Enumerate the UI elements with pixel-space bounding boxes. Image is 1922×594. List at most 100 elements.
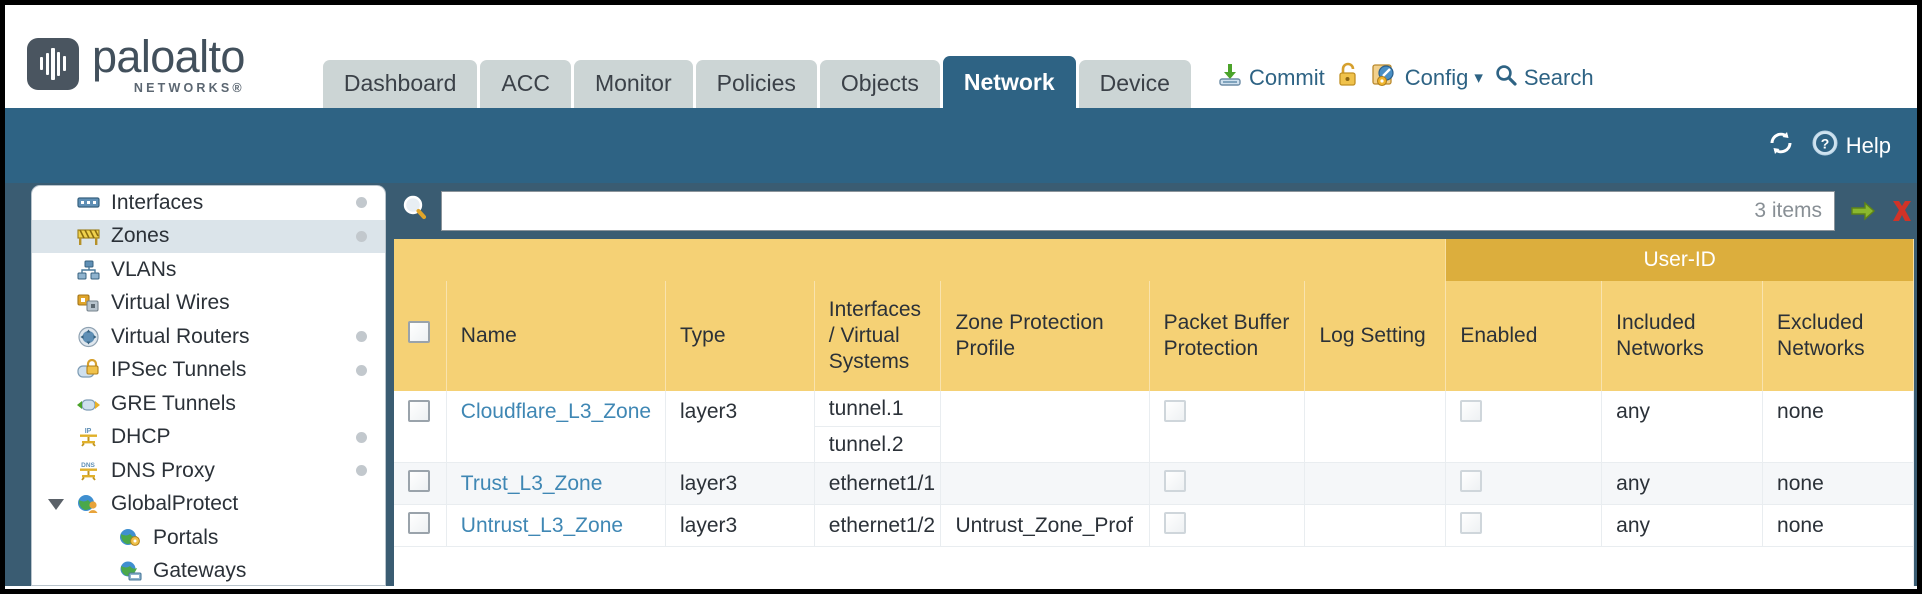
cell-type: layer3 [665,504,815,547]
cell-packet-buffer-protection[interactable] [1149,462,1306,505]
cell-user-id-enabled[interactable] [1445,462,1603,505]
dhcp-icon: IP [76,426,101,448]
sidebar-item-zones[interactable]: Zones [32,219,385,253]
sidebar-item-gateways[interactable]: Gateways [32,555,385,586]
cell-type: layer3 [665,462,815,505]
cell-user-id-enabled[interactable] [1445,504,1603,547]
sidebar-item-virtual-routers[interactable]: Virtual Routers [32,320,385,354]
column-header-interfaces[interactable]: Interfaces / Virtual Systems [814,281,942,391]
svg-text:IP: IP [85,428,92,435]
table-row[interactable]: Cloudflare_L3_Zone layer3 tunnel.1 tunne… [394,391,1914,463]
sidebar-item-label: IPSec Tunnels [111,358,247,382]
sidebar-item-gre-tunnels[interactable]: GRE Tunnels [32,387,385,421]
cell-packet-buffer-protection[interactable] [1149,391,1306,463]
zones-icon [76,225,101,247]
status-dot [356,431,367,443]
tab-monitor[interactable]: Monitor [573,60,693,108]
search-magnifier-icon [400,193,432,230]
column-header-enabled[interactable]: Enabled [1445,281,1603,391]
cell-included-networks: any [1601,462,1764,505]
lock-button[interactable] [1336,62,1360,94]
zone-name-link[interactable]: Cloudflare_L3_Zone [460,400,652,423]
config-menu[interactable]: Config ▾ [1371,62,1483,94]
status-dot [356,465,367,477]
sidebar-item-dns-proxy[interactable]: DNS DNS Proxy [32,454,385,488]
sidebar-item-interfaces[interactable]: Interfaces [32,186,385,220]
packet-buffer-protection-checkbox[interactable] [1163,469,1186,492]
column-header-included-networks[interactable]: Included Networks [1601,281,1764,391]
tab-objects[interactable]: Objects [819,60,940,108]
padlock-icon [1336,62,1360,94]
row-select-cell[interactable] [394,391,447,463]
commit-button[interactable]: Commit [1217,62,1325,94]
sidebar-item-ipsec-tunnels[interactable]: IPSec Tunnels [32,354,385,388]
sidebar-item-portals[interactable]: Portals [32,521,385,555]
row-select-checkbox[interactable] [408,469,430,492]
cell-zone-protection-profile [940,462,1150,505]
column-header-zone-protection-profile[interactable]: Zone Protection Profile [940,281,1150,391]
cell-packet-buffer-protection[interactable] [1149,504,1306,547]
packet-buffer-protection-checkbox[interactable] [1163,400,1186,422]
status-dot [356,331,367,343]
refresh-button[interactable] [1767,130,1795,162]
sidebar-item-vlans[interactable]: VLANs [32,253,385,287]
status-dot [356,230,367,242]
cell-name[interactable]: Untrust_L3_Zone [446,504,666,547]
help-button[interactable]: ? Help [1811,129,1891,163]
user-id-enabled-checkbox[interactable] [1460,511,1483,534]
expand-triangle-icon[interactable] [48,498,64,510]
gre-tunnels-icon [76,393,101,415]
sidebar-item-label: GRE Tunnels [111,391,236,415]
cell-included-networks: any [1601,391,1764,463]
tab-acc[interactable]: ACC [480,60,571,108]
user-id-enabled-checkbox[interactable] [1460,469,1483,492]
search-label: Search [1523,65,1594,90]
zones-content-pane: 3 items [394,183,1917,586]
row-select-cell[interactable] [394,504,447,547]
column-header-name[interactable]: Name [446,281,666,391]
column-header-log-setting[interactable]: Log Setting [1304,281,1447,391]
virtual-routers-icon [76,326,101,348]
svg-text:DNS: DNS [81,462,95,469]
sidebar-item-dhcp[interactable]: IP DHCP [32,421,385,455]
user-id-enabled-checkbox[interactable] [1460,400,1483,422]
tab-dashboard[interactable]: Dashboard [322,60,478,108]
sub-header-band: ? Help [5,108,1917,183]
search-button[interactable]: Search [1494,63,1594,93]
select-all-header[interactable] [394,281,447,391]
search-input[interactable]: 3 items [441,191,1835,231]
group-header-blank [394,239,1447,281]
tab-policies[interactable]: Policies [695,60,817,108]
cell-type: layer3 [665,391,815,463]
row-select-cell[interactable] [394,462,447,505]
brand-name: paloalto [92,30,245,82]
sidebar-item-label: Interfaces [111,190,204,214]
sidebar-item-globalprotect[interactable]: GlobalProtect [32,488,385,522]
table-row[interactable]: Untrust_L3_Zone layer3 ethernet1/2 Untru… [394,504,1914,547]
header-actions: Commit [1217,62,1594,108]
cell-zone-protection-profile: Untrust_Zone_Prof [940,504,1150,547]
table-empty-space [394,546,1914,586]
column-header-excluded-networks[interactable]: Excluded Networks [1762,281,1914,391]
row-select-checkbox[interactable] [408,511,430,534]
apply-filter-button[interactable] [1848,196,1878,226]
select-all-checkbox[interactable] [408,321,430,344]
cell-name[interactable]: Trust_L3_Zone [446,462,666,505]
packet-buffer-protection-checkbox[interactable] [1163,511,1186,534]
clear-filter-button[interactable] [1887,196,1917,226]
row-select-checkbox[interactable] [408,400,430,422]
zone-name-link[interactable]: Trust_L3_Zone [460,471,603,495]
portals-icon [118,527,143,549]
table-row[interactable]: Trust_L3_Zone layer3 ethernet1/1 any [394,462,1914,505]
tab-network[interactable]: Network [942,56,1076,108]
cell-excluded-networks: none [1762,504,1914,547]
column-header-packet-buffer-protection[interactable]: Packet Buffer Protection [1149,281,1306,391]
cell-user-id-enabled[interactable] [1445,391,1603,463]
sidebar-item-virtual-wires[interactable]: Virtual Wires [32,287,385,321]
cell-name[interactable]: Cloudflare_L3_Zone [446,391,666,463]
zone-name-link[interactable]: Untrust_L3_Zone [460,513,624,537]
main-body: Interfaces Zones [5,183,1917,586]
tab-device[interactable]: Device [1078,60,1191,108]
column-header-type[interactable]: Type [665,281,815,391]
